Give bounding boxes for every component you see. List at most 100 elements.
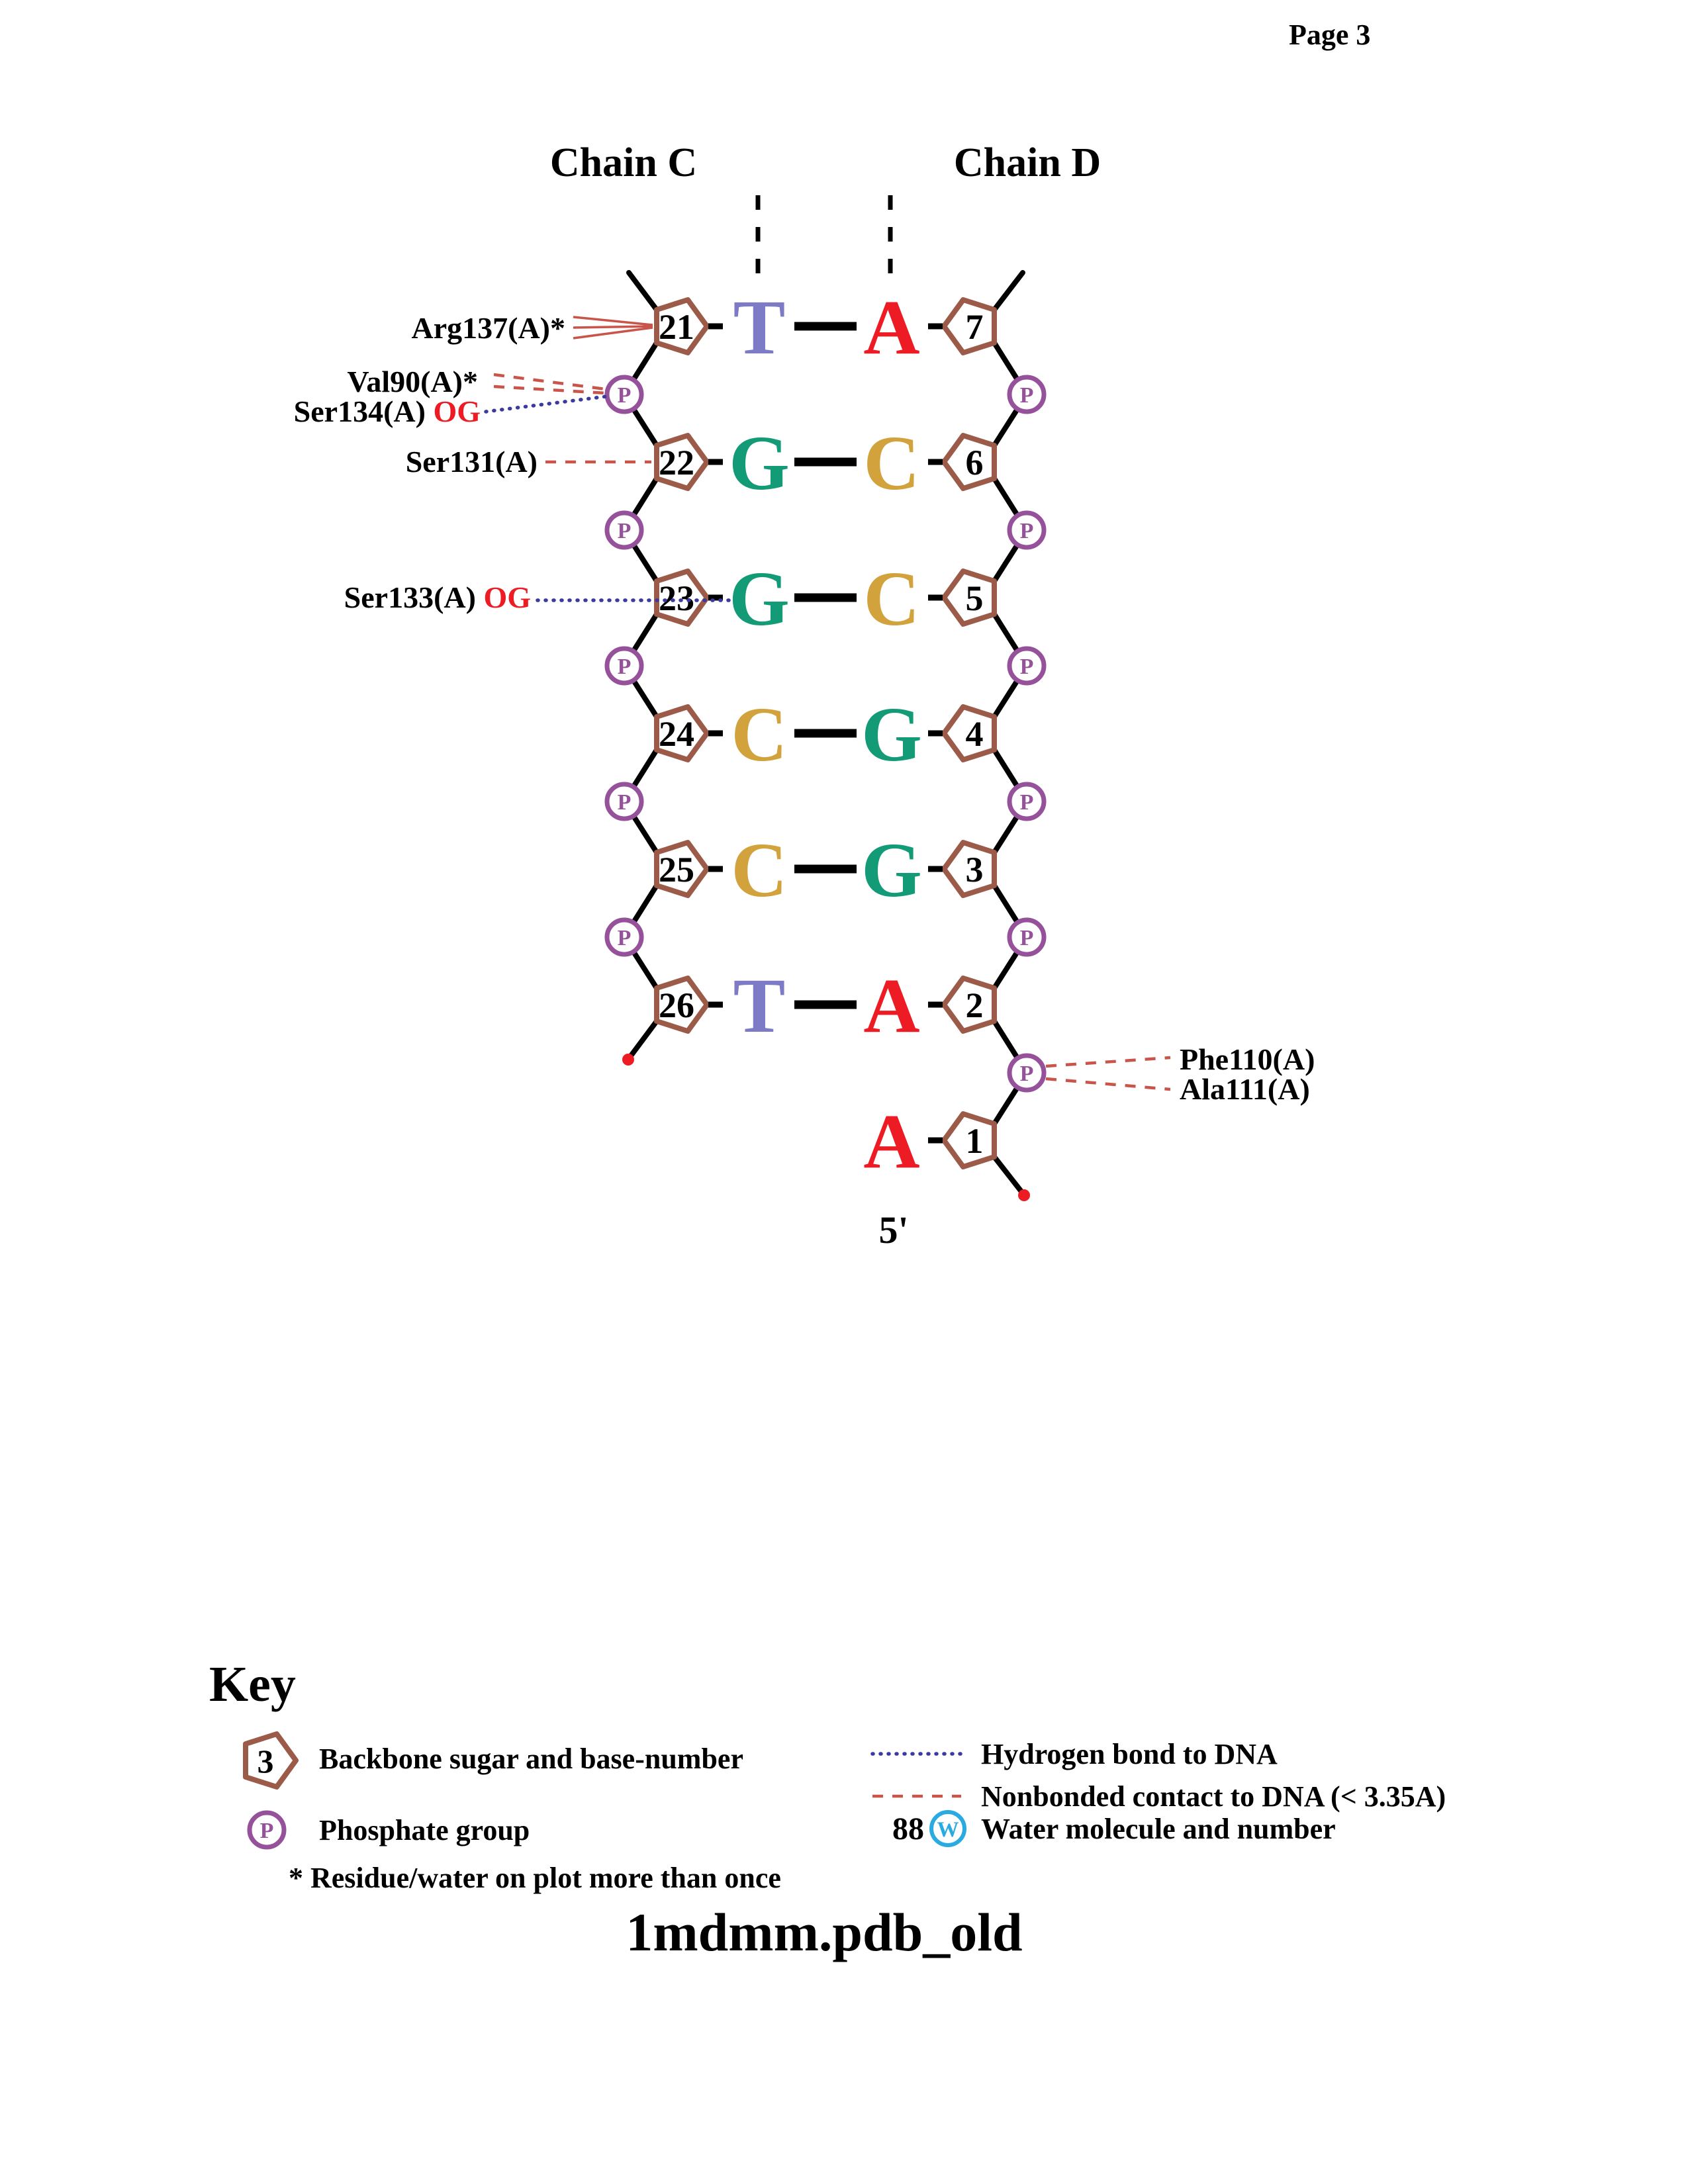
key-sugar-pentagon-icon [243,1731,299,1790]
base-letter: C [731,827,787,913]
phosphate-symbol: P [1020,790,1034,815]
phosphate-circle [604,375,644,414]
chain-d-header: Chain D [954,140,1101,185]
chain-c-header: Chain C [550,140,697,185]
key-sugar-number: 3 [258,1743,274,1780]
key-water-label: Water molecule and number [981,1813,1336,1845]
sugar-number: 1 [966,1121,984,1161]
chain-c-top-tail [626,270,659,312]
sugar-number: 22 [659,443,694,482]
sugar-number: 4 [966,714,984,754]
sugar-number: 6 [966,443,984,482]
base-letter: A [863,284,919,371]
arg137-contact-line [573,325,653,329]
sugar-pentagon-5 [941,569,997,627]
phosphate-symbol: P [618,383,632,408]
key-phosphate-symbol: P [260,1819,274,1843]
page-number: Page 3 [1289,19,1370,51]
residue-label-ser133: Ser133(A) OG [344,580,531,614]
residue-atom-og: OG [483,580,531,614]
sugar-number: 21 [659,307,694,347]
sugar-number: 24 [659,714,694,754]
phosphate-symbol: P [1020,519,1034,543]
phosphate-symbol: P [618,655,632,679]
chain-d-phosphates: P P P P P P [1007,375,1047,1093]
residue-label-phe110: Phe110(A) [1180,1042,1315,1076]
phosphate-symbol: P [1020,926,1034,950]
base-letter: C [863,555,919,642]
base-letter: A [863,1098,919,1185]
phosphate-circle [1007,917,1047,957]
base-letter: C [863,420,919,506]
arg137-contact-line [573,326,653,340]
key-phosphate-icon [247,1810,287,1850]
base-letter: C [731,691,787,778]
ser134-hbond-line [484,394,608,414]
key-water-symbol: W [937,1818,959,1842]
residue-label-ser131: Ser131(A) [406,445,538,478]
residue-label-ser134: Ser134(A) OG [294,394,481,428]
phosphate-circle [604,646,644,686]
phosphate-symbol: P [1020,1062,1034,1086]
residue-label-ala111: Ala111(A) [1180,1072,1310,1106]
phosphate-circle [604,782,644,821]
sugar-pentagon-21 [654,297,710,355]
base-letter: G [861,691,922,778]
phosphate-symbol: P [1020,655,1034,679]
contact-lines [484,316,1171,1091]
five-prime-label: 5' [878,1208,908,1251]
sugar-pentagon-1 [941,1111,997,1169]
phosphate-circle [604,917,644,957]
phosphate-symbol: P [618,519,632,543]
base-letter: G [729,420,790,506]
chain-d-end-dot [1018,1189,1030,1201]
sugar-pentagon-23 [654,569,710,627]
sugar-pentagon-6 [941,433,997,491]
sugar-pentagon-26 [654,976,710,1034]
sugar-number: 26 [659,985,694,1025]
chain-c-end-dot [622,1054,634,1066]
residue-label-text: Ser133(A) [344,580,484,614]
key-phosphate-label: Phosphate group [319,1814,530,1846]
phosphate-symbol: P [618,790,632,815]
sugar-pentagon-22 [654,433,710,491]
sugar-number: 7 [966,307,984,347]
phe110-nonbonded-line [1045,1056,1171,1068]
key-hbond-label: Hydrogen bond to DNA [981,1738,1278,1770]
sugar-number: 5 [966,578,984,618]
phosphate-circle [1007,510,1047,550]
sugar-pentagon-24 [654,704,710,762]
sugar-pentagon-4 [941,704,997,762]
sugar-pentagon-3 [941,840,997,898]
chain-d-top-tail [992,270,1025,312]
glycosidic-and-pair-bonds [708,322,943,1144]
residue-label-text: Ser134(A) [294,394,434,428]
sugar-number: 25 [659,850,694,889]
chain-d-5prime-tail [992,1154,1025,1196]
sugar-pentagon-2 [941,976,997,1034]
sugar-number: 3 [966,850,984,889]
phosphate-circle [1007,1053,1047,1093]
key-water-number: 88 [892,1811,924,1846]
base-letter: T [733,284,786,371]
base-letter: G [861,827,922,913]
residue-label-arg137: Arg137(A)* [412,311,566,345]
key-heading: Key [209,1657,296,1712]
sugar-number: 23 [659,578,694,618]
val90-nonbonded-line [493,373,606,391]
phosphate-symbol: P [618,926,632,950]
residue-atom-og: OG [433,394,481,428]
sugar-number: 2 [966,985,984,1025]
ala111-nonbonded-line [1045,1077,1171,1091]
phosphate-circle [1007,375,1047,414]
phosphate-symbol: P [1020,383,1034,408]
residue-label-val90: Val90(A)* [347,365,478,398]
key-nonbonded-label: Nonbonded contact to DNA (< 3.35A) [981,1780,1446,1813]
key-asterisk-note: * Residue/water on plot more than once [289,1862,781,1894]
base-letter: G [729,555,790,642]
sugar-pentagon-7 [941,297,997,355]
key-sugar-label: Backbone sugar and base-number [319,1743,743,1775]
chain-c-3prime-tail [627,1019,659,1060]
arg137-contact-line [573,316,653,326]
